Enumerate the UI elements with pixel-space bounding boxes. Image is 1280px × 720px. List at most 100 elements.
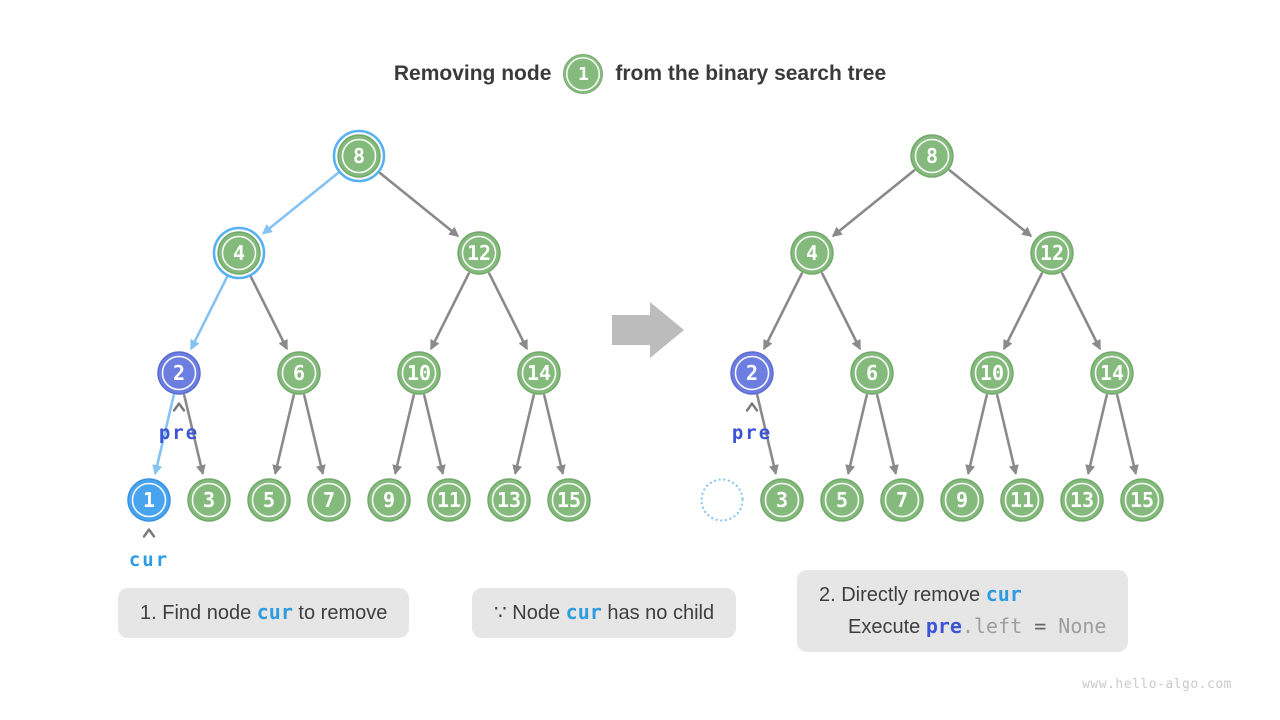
node-circle bbox=[337, 134, 381, 178]
tree-node-14: 14 bbox=[1090, 351, 1134, 395]
node-inner-ring bbox=[734, 355, 770, 391]
tree-edge bbox=[249, 275, 288, 351]
tree-node-9: 9 bbox=[367, 478, 411, 522]
tree-node-12: 12 bbox=[457, 231, 501, 275]
caption-segment: cur bbox=[985, 582, 1022, 606]
tree-edge bbox=[845, 394, 869, 476]
tree-edge bbox=[430, 272, 471, 351]
node-value: 6 bbox=[293, 361, 305, 385]
caption-segment: 1. Find node bbox=[140, 602, 257, 624]
node-circle bbox=[850, 351, 894, 395]
node-inner-ring bbox=[191, 482, 227, 518]
caption-segment: Execute bbox=[848, 616, 926, 638]
node-value: 3 bbox=[776, 488, 788, 512]
tree-edge bbox=[1060, 272, 1101, 351]
node-inner-ring bbox=[854, 355, 890, 391]
tree-node-3: 3 bbox=[187, 478, 231, 522]
tree-node-5: 5 bbox=[820, 478, 864, 522]
node-highlight-ring bbox=[332, 129, 386, 183]
tree-node-14: 14 bbox=[517, 351, 561, 395]
node-circle bbox=[307, 478, 351, 522]
page-title: Removing node 1 from the binary search t… bbox=[0, 50, 1280, 98]
tree-edge bbox=[755, 394, 779, 476]
caption-segment: cur bbox=[256, 600, 293, 624]
tree-edge bbox=[875, 394, 899, 476]
node-inner-ring bbox=[884, 482, 920, 518]
node-circle bbox=[187, 478, 231, 522]
node-inner-ring bbox=[221, 235, 257, 271]
node-circle bbox=[517, 351, 561, 395]
tree-edge-highlighted bbox=[261, 171, 340, 235]
node-inner-ring bbox=[491, 482, 527, 518]
tree-node-2: 2 bbox=[730, 351, 774, 395]
node-inner-ring bbox=[131, 482, 167, 518]
node-inner-ring bbox=[521, 355, 557, 391]
tree-node-4: 4 bbox=[790, 231, 834, 275]
tree-edge bbox=[487, 272, 528, 351]
node-circle bbox=[730, 351, 774, 395]
node-circle bbox=[820, 478, 864, 522]
node-inner-ring bbox=[281, 355, 317, 391]
node-circle bbox=[157, 351, 201, 395]
node-circle bbox=[1030, 231, 1074, 275]
caption-line: 2. Directly remove cur bbox=[819, 579, 1106, 611]
node-value: 14 bbox=[527, 361, 551, 385]
node-inner-ring bbox=[311, 482, 347, 518]
tree-edge-highlighted bbox=[152, 394, 176, 476]
tree-node-10: 10 bbox=[970, 351, 1014, 395]
node-inner-ring bbox=[371, 482, 407, 518]
tree-edge bbox=[272, 394, 296, 476]
node-inner-ring bbox=[161, 355, 197, 391]
node-circle bbox=[1090, 351, 1134, 395]
node-value: 3 bbox=[203, 488, 215, 512]
node-value: 2 bbox=[746, 361, 758, 385]
node-inner-ring bbox=[1124, 482, 1160, 518]
tree-edge bbox=[1085, 394, 1109, 476]
tree-node-1: 1 bbox=[127, 478, 171, 522]
caption-segment: pre bbox=[925, 614, 962, 638]
tree-node-6: 6 bbox=[850, 351, 894, 395]
tree-edge bbox=[1003, 272, 1044, 351]
tree-edge bbox=[995, 394, 1019, 476]
node-inner-ring bbox=[401, 355, 437, 391]
title-text-prefix: Removing node bbox=[393, 62, 552, 85]
node-value: 1 bbox=[143, 488, 155, 512]
node-inner-ring bbox=[431, 482, 467, 518]
node-value: 13 bbox=[1070, 488, 1094, 512]
node-value: 2 bbox=[173, 361, 185, 385]
tree-edge-highlighted bbox=[190, 275, 229, 351]
tree-node-3: 3 bbox=[760, 478, 804, 522]
node-circle bbox=[880, 478, 924, 522]
removed-node-placeholder bbox=[700, 478, 744, 522]
caption-line: Execute pre.left = None bbox=[819, 611, 1106, 643]
tree-edge bbox=[542, 394, 566, 476]
tree-node-12: 12 bbox=[1030, 231, 1074, 275]
caption-segment: ∵ Node bbox=[494, 602, 566, 624]
node-value: 5 bbox=[263, 488, 275, 512]
tree-node-11: 11 bbox=[1000, 478, 1044, 522]
node-value: 7 bbox=[323, 488, 335, 512]
caption-segment: = bbox=[1022, 614, 1059, 638]
node-value: 8 bbox=[353, 144, 365, 168]
node-value: 15 bbox=[557, 488, 581, 512]
tree-node-10: 10 bbox=[397, 351, 441, 395]
node-inner-ring bbox=[1094, 355, 1130, 391]
caption-line: 1. Find node cur to remove bbox=[140, 597, 387, 629]
caption-box-1: 1. Find node cur to remove bbox=[118, 588, 410, 638]
caption-box-2: ∵ Node cur has no child bbox=[472, 588, 737, 638]
node-inner-ring bbox=[764, 482, 800, 518]
tree-node-13: 13 bbox=[1060, 478, 1104, 522]
tree-edge bbox=[378, 171, 460, 237]
caption-line: ∵ Node cur has no child bbox=[494, 597, 714, 629]
node-circle bbox=[1060, 478, 1104, 522]
pre-pointer-label: pre bbox=[732, 422, 772, 444]
node-circle bbox=[277, 351, 321, 395]
tree-edge bbox=[948, 169, 1033, 237]
tree-node-15: 15 bbox=[1120, 478, 1164, 522]
pre-pointer-caret-icon bbox=[745, 402, 759, 412]
node-circle bbox=[940, 478, 984, 522]
tree-edge bbox=[182, 394, 206, 476]
